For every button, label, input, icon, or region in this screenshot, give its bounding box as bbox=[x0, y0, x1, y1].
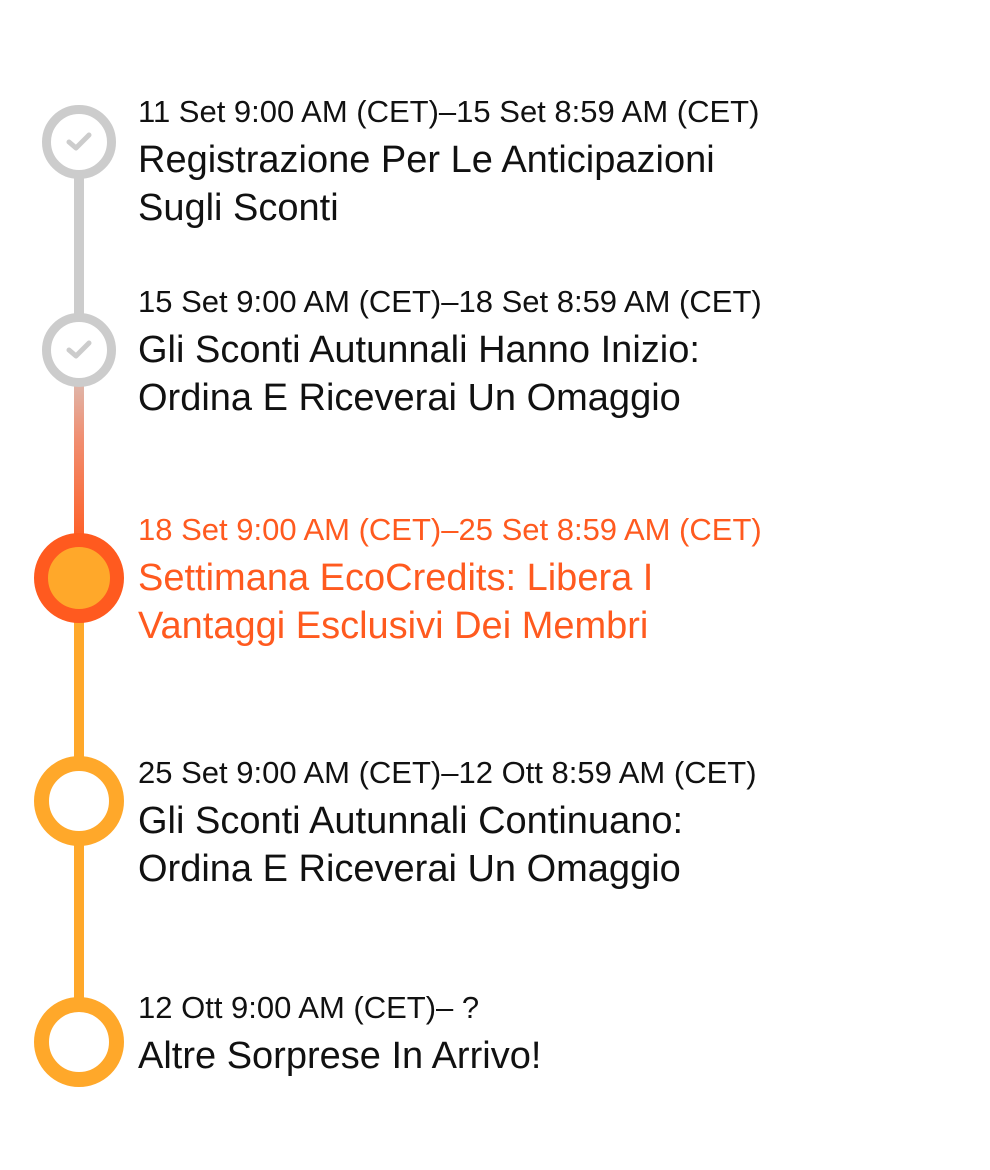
timeline-title: Registrazione Per Le Anticipazioni Sugli… bbox=[138, 139, 715, 229]
timeline-title: Gli Sconti Autunnali Continuano: Ordina … bbox=[138, 800, 684, 890]
check-icon bbox=[66, 340, 92, 359]
timeline-entry-current: 18 Set 9:00 AM (CET)–25 Set 8:59 AM (CET… bbox=[138, 512, 938, 650]
timeline-entry: 11 Set 9:00 AM (CET)–15 Set 8:59 AM (CET… bbox=[138, 94, 938, 232]
timeline-node-upcoming bbox=[34, 997, 124, 1087]
timeline-entry: 12 Ott 9:00 AM (CET)– ? Altre Sorprese I… bbox=[138, 990, 938, 1080]
check-icon bbox=[66, 132, 92, 151]
timeline-entry: 25 Set 9:00 AM (CET)–12 Ott 8:59 AM (CET… bbox=[138, 755, 938, 893]
timeline-date: 11 Set 9:00 AM (CET)–15 Set 8:59 AM (CET… bbox=[138, 94, 760, 129]
timeline-node-current bbox=[34, 533, 124, 623]
timeline-date: 12 Ott 9:00 AM (CET)– ? bbox=[138, 990, 480, 1025]
timeline-date: 25 Set 9:00 AM (CET)–12 Ott 8:59 AM (CET… bbox=[138, 755, 757, 790]
timeline-entry: 15 Set 9:00 AM (CET)–18 Set 8:59 AM (CET… bbox=[138, 284, 938, 422]
timeline-title: Settimana EcoCredits: Libera I Vantaggi … bbox=[138, 557, 654, 647]
timeline-title: Gli Sconti Autunnali Hanno Inizio: Ordin… bbox=[138, 329, 700, 419]
timeline-node-completed bbox=[42, 313, 116, 387]
timeline-track-transition bbox=[74, 345, 84, 550]
timeline-date: 18 Set 9:00 AM (CET)–25 Set 8:59 AM (CET… bbox=[138, 512, 762, 547]
timeline-track-completed bbox=[74, 140, 84, 350]
timeline-date: 15 Set 9:00 AM (CET)–18 Set 8:59 AM (CET… bbox=[138, 284, 762, 319]
timeline-title: Altre Sorprese In Arrivo! bbox=[138, 1035, 542, 1077]
timeline-node-completed bbox=[42, 105, 116, 179]
timeline-node-upcoming bbox=[34, 756, 124, 846]
